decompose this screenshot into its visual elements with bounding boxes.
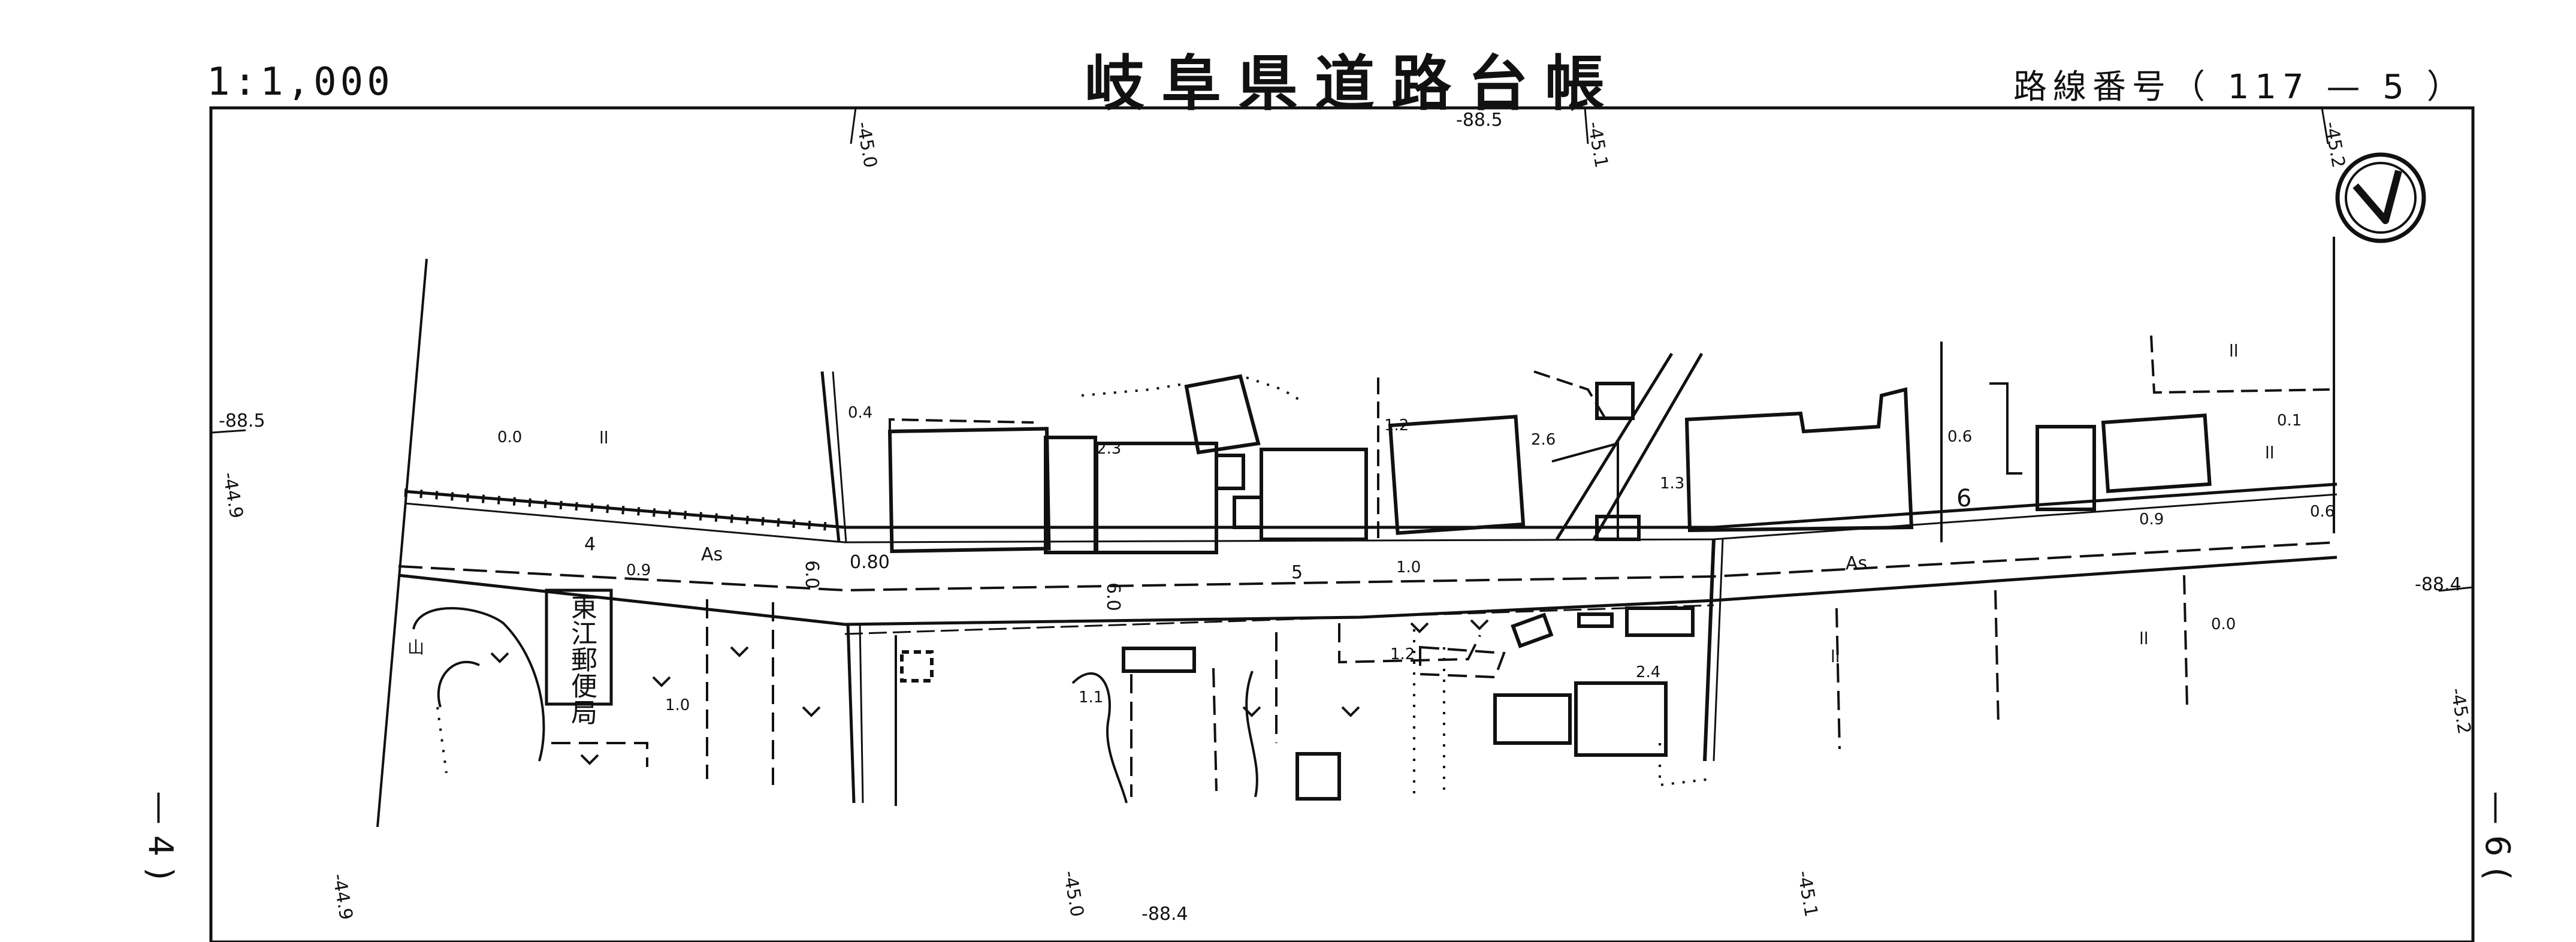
spot-height: 0.0 <box>2211 615 2236 633</box>
grid-coord-top-1: -45.0 <box>852 120 881 170</box>
route-number: 路線番号（ 117 — 5 ） <box>2013 68 2466 107</box>
spot-height: 2.3 <box>1097 440 1121 458</box>
road-surface-label-2: As <box>1846 553 1867 574</box>
spot-height: 1.2 <box>1384 416 1409 434</box>
spot-height: 1.0 <box>665 696 690 714</box>
lot-lines-north <box>889 335 2332 545</box>
grid-coord-top-3: -45.1 <box>1583 120 1612 170</box>
land-symbol: ll <box>599 428 609 448</box>
spot-height: 0.9 <box>626 561 651 579</box>
post-office-label: 東江郵便局 <box>566 593 597 725</box>
buildings-south <box>545 588 1695 801</box>
spot-height: 0.0 <box>497 428 522 446</box>
wall-line <box>1703 539 1724 762</box>
station-number-2: 5 <box>1291 562 1303 583</box>
grid-coord-top-2: -88.5 <box>1456 110 1503 131</box>
spot-height: 1.0 <box>1396 558 1421 576</box>
station-number-1: 4 <box>584 534 596 555</box>
spot-height: 1.2 <box>1390 645 1415 663</box>
map-scale: 1:1,000 <box>207 60 394 104</box>
spot-height: 0.9 <box>2139 511 2164 529</box>
side-road <box>820 352 1704 806</box>
grid-coord-bottom-3: -88.4 <box>1141 904 1188 925</box>
land-symbol: ll <box>1831 647 1840 666</box>
terrain-curves <box>412 607 1258 804</box>
road-width-3: 0.80 <box>850 552 890 573</box>
road-width-2: 6.0 <box>1103 582 1124 611</box>
spot-height: 0.6 <box>1947 428 1972 446</box>
field-symbols <box>490 619 1489 765</box>
grid-coord-left-2: -44.9 <box>218 470 247 520</box>
grid-coord-right-2: -45.2 <box>2446 686 2475 736</box>
lot-lines-south <box>551 575 2188 797</box>
grid-coord-bottom-1: -44.9 <box>328 872 357 922</box>
north-arrow-icon <box>2335 152 2426 243</box>
grid-coord-bottom-4: -45.1 <box>1793 869 1822 919</box>
spot-height: 1.3 <box>1660 475 1684 493</box>
map-frame <box>209 106 2475 942</box>
spot-height: 0.1 <box>2277 412 2302 430</box>
buildings-north <box>887 342 2212 554</box>
spot-height: 0.6 <box>2310 503 2335 521</box>
grid-coord-right-1: -88.4 <box>2415 574 2462 595</box>
land-symbol: ll <box>2229 341 2239 361</box>
road-width-1: 6.0 <box>801 560 822 589</box>
station-number-3: 6 <box>1956 485 1971 512</box>
grid-coord-bottom-2: -45.0 <box>1059 869 1088 919</box>
spot-height: 1.1 <box>1079 689 1103 707</box>
spot-height: 2.4 <box>1636 663 1660 681</box>
dotted-boundaries <box>436 376 1711 797</box>
spot-height: 0.4 <box>848 404 872 422</box>
land-symbol: 山 <box>407 638 424 657</box>
land-symbol: ll <box>2139 629 2149 648</box>
spot-height: 2.6 <box>1531 431 1556 449</box>
grid-coord-left-1: -88.5 <box>219 410 265 431</box>
grid-coord-top-4: -45.2 <box>2320 120 2349 170</box>
road-surface-label: As <box>701 544 723 565</box>
land-symbol: ll <box>2265 443 2275 463</box>
